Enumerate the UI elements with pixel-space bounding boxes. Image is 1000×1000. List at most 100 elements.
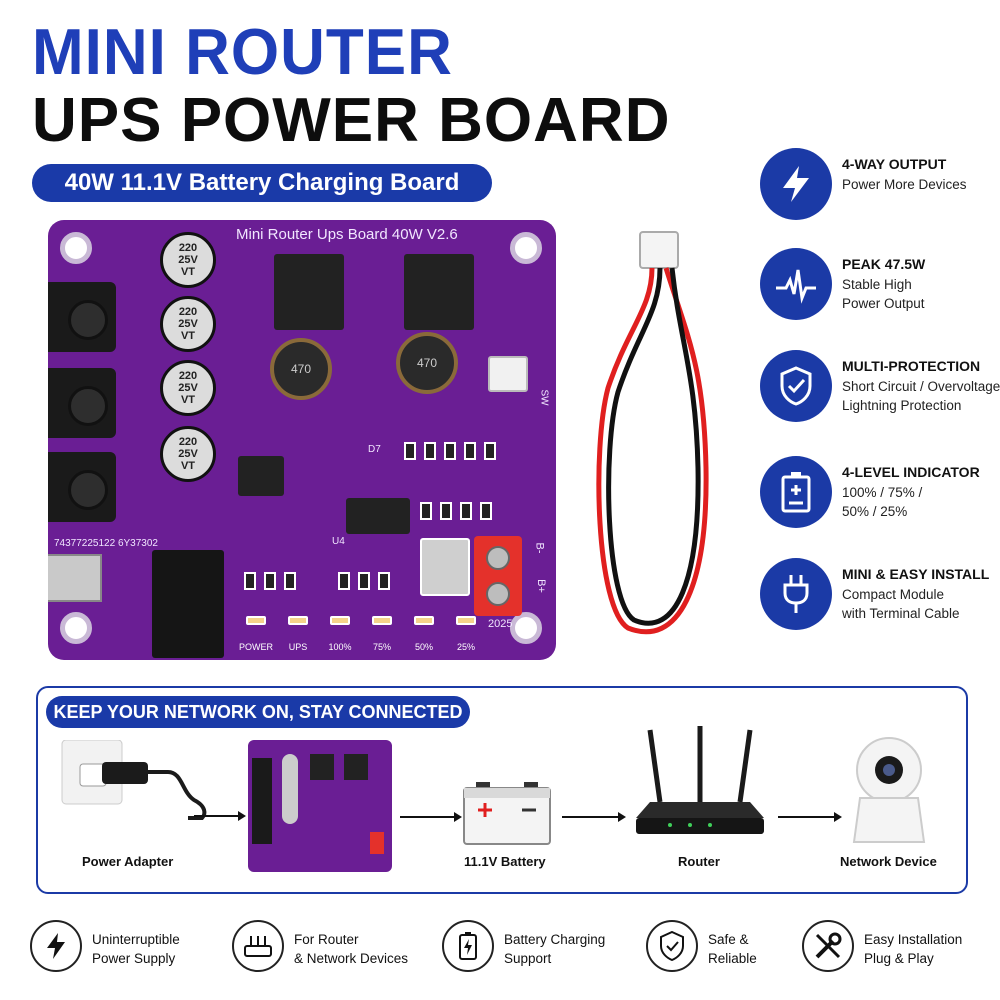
jst-connector bbox=[488, 356, 528, 392]
mosfet bbox=[274, 254, 344, 330]
resistor bbox=[440, 502, 452, 520]
feature-desc: 100% / 75% /50% / 25% bbox=[842, 485, 923, 519]
resistor bbox=[378, 572, 390, 590]
regulator-chip bbox=[238, 456, 284, 496]
title-line-2: UPS POWER BOARD bbox=[32, 86, 671, 155]
led-label: 75% bbox=[372, 642, 391, 652]
resistor bbox=[338, 572, 350, 590]
subtitle-pill: 40W 11.1V Battery Charging Board bbox=[32, 164, 492, 202]
benefit-text: For Router& Network Devices bbox=[294, 932, 409, 966]
d7-label: D7 bbox=[368, 444, 381, 455]
tools-icon bbox=[802, 920, 854, 972]
battery-image bbox=[463, 782, 551, 845]
board-thumbnail bbox=[248, 740, 392, 872]
flow-arrow bbox=[562, 812, 626, 822]
dc-jack bbox=[48, 368, 116, 438]
resistor bbox=[480, 502, 492, 520]
flow-step-label: 11.1V Battery bbox=[464, 854, 546, 869]
led-25 bbox=[456, 616, 476, 625]
u4-label: U4 bbox=[332, 536, 345, 547]
year-label: 2025 bbox=[488, 618, 513, 630]
mount-hole bbox=[510, 612, 542, 644]
feature-4-level-indicator: 4-LEVEL INDICATOR 100% / 75% /50% / 25% bbox=[760, 456, 1000, 536]
board-thumbnail-caps bbox=[282, 754, 298, 824]
resistor bbox=[244, 572, 256, 590]
inductor: 470 bbox=[396, 332, 458, 394]
board-thumbnail-chip bbox=[310, 754, 334, 780]
feature-title: PEAK 47.5W bbox=[842, 256, 926, 272]
led-75 bbox=[372, 616, 392, 625]
flow-arrow bbox=[194, 811, 246, 821]
feature-title: MULTI-PROTECTION bbox=[842, 358, 981, 374]
connection-flow-panel: KEEP YOUR NETWORK ON, STAY CONNECTED Pow… bbox=[36, 686, 968, 894]
sw-label: SW bbox=[538, 389, 550, 406]
flow-step-label: Router bbox=[678, 854, 720, 869]
resistor bbox=[284, 572, 296, 590]
feature-desc: Power More Devices bbox=[842, 177, 967, 192]
serial-label: 74377225122 6Y37302 bbox=[54, 538, 158, 549]
resistor bbox=[404, 442, 416, 460]
led-50 bbox=[414, 616, 434, 625]
heat-pad bbox=[420, 538, 470, 596]
battery-cable bbox=[596, 231, 709, 635]
feature-multi-protection: MULTI-PROTECTION Short Circuit / Overvol… bbox=[760, 350, 1000, 430]
board-thumbnail-jacks bbox=[252, 758, 272, 844]
mount-hole bbox=[60, 232, 92, 264]
led-label: 50% bbox=[414, 642, 433, 652]
resistor bbox=[420, 502, 432, 520]
resistor bbox=[464, 442, 476, 460]
mount-hole bbox=[510, 232, 542, 264]
resistor bbox=[424, 442, 436, 460]
network-camera-image bbox=[852, 737, 926, 843]
board-silk-title: Mini Router Ups Board 40W V2.6 bbox=[236, 226, 458, 243]
resistor bbox=[264, 572, 276, 590]
terminal-block bbox=[474, 536, 522, 616]
led-100 bbox=[330, 616, 350, 625]
inductor: 470 bbox=[270, 338, 332, 400]
power-adapter-image bbox=[61, 740, 207, 820]
dc-jack bbox=[48, 452, 116, 522]
lightning-icon bbox=[30, 920, 82, 972]
shield-check-icon bbox=[760, 350, 832, 422]
ic-chip bbox=[346, 498, 410, 534]
board-thumbnail-terminal bbox=[370, 832, 384, 854]
shield-check-icon bbox=[646, 920, 698, 972]
router-image bbox=[636, 726, 764, 834]
resistor bbox=[444, 442, 456, 460]
benefit-text: Safe &Reliable bbox=[708, 932, 757, 966]
resistor bbox=[484, 442, 496, 460]
title-line-1: MINI ROUTER bbox=[32, 16, 453, 89]
b-plus-label: B+ bbox=[534, 579, 547, 593]
led-label: 100% bbox=[328, 642, 352, 652]
board-thumbnail-chip bbox=[344, 754, 368, 780]
flow-arrow bbox=[400, 812, 462, 822]
led-power bbox=[246, 616, 266, 625]
terminal-screw bbox=[486, 582, 510, 606]
mount-hole bbox=[60, 612, 92, 644]
battery-charging-icon bbox=[442, 920, 494, 972]
feature-title: 4-WAY OUTPUT bbox=[842, 156, 947, 172]
mosfet bbox=[404, 254, 474, 330]
flow-step-label: Network Device bbox=[840, 854, 937, 869]
led-label: POWER bbox=[238, 642, 273, 652]
led-label: 25% bbox=[456, 642, 475, 652]
dc-jack bbox=[48, 282, 116, 352]
b-minus-label: B- bbox=[533, 542, 546, 554]
feature-title: 4-LEVEL INDICATOR bbox=[842, 464, 980, 480]
feature-title: MINI & EASY INSTALL bbox=[842, 566, 990, 582]
battery-plus-icon bbox=[760, 456, 832, 528]
router-icon bbox=[232, 920, 284, 972]
led-label: UPS bbox=[288, 642, 308, 652]
